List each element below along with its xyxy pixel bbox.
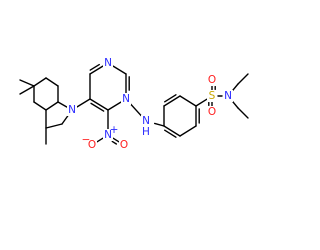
bond-line	[163, 125, 181, 137]
atom-label-background	[141, 115, 151, 127]
bond-line	[237, 107, 249, 119]
bond-line	[33, 77, 47, 87]
diagram-background	[0, 0, 250, 250]
atom-label-o-nitro: O	[120, 139, 128, 151]
atom-label-o-nitro-minus-charge: −	[82, 134, 91, 146]
bond-line	[61, 114, 70, 125]
bond-line	[45, 77, 59, 87]
bond-line	[33, 101, 47, 111]
bond-line	[153, 122, 165, 127]
atom-label-background	[223, 90, 233, 102]
bond-line	[179, 95, 197, 107]
bond-line	[195, 98, 208, 107]
atom-label-n-amine: N	[142, 115, 150, 127]
atom-label-n-nitro: N	[104, 129, 112, 141]
bond-line	[111, 140, 118, 145]
atom-label-background	[119, 139, 129, 151]
atom-label-n-bicyclic: N	[68, 104, 76, 116]
atom-label-background	[87, 139, 97, 151]
bond-lines	[19, 63, 249, 145]
atom-label-n-ring-b: N	[122, 93, 130, 105]
atom-label-o-sulfonyl-top: O	[208, 74, 216, 86]
bond-line	[89, 65, 104, 75]
atom-label-background	[207, 90, 217, 102]
bond-line	[164, 94, 177, 103]
atom-label-s-sulfonyl: S	[209, 90, 216, 102]
bond-line	[19, 79, 35, 87]
bond-line	[112, 65, 127, 75]
bond-line	[90, 102, 105, 112]
atom-label-n-ring-a: N	[104, 57, 112, 69]
bond-line	[237, 73, 249, 85]
atom-label-n-nitro-charge: +	[110, 124, 119, 136]
atom-label-o-sulfonyl-bottom: O	[208, 106, 216, 118]
atom-label-background	[207, 74, 217, 86]
bond-line	[76, 98, 91, 108]
bond-line	[45, 101, 59, 111]
bond-line	[164, 129, 177, 138]
bond-line	[96, 137, 104, 143]
bond-line	[163, 95, 181, 107]
bond-line	[179, 125, 197, 137]
bond-line	[89, 63, 100, 71]
atom-label-n-sulfonamide: N	[224, 90, 232, 102]
atom-label-background	[141, 126, 151, 138]
atom-label-o-nitro-minus: O	[88, 139, 96, 151]
atom-label-background	[121, 93, 131, 105]
bond-line	[107, 101, 122, 111]
bond-line	[89, 98, 109, 111]
atom-label-n-amine-h: H	[142, 126, 150, 138]
bond-line	[19, 85, 35, 95]
atom-label-background	[103, 129, 113, 141]
atom-label-background	[103, 57, 113, 69]
bond-line	[45, 123, 63, 129]
atom-label-background	[207, 106, 217, 118]
atom-label-background	[67, 104, 77, 116]
bond-line	[57, 101, 68, 108]
bond-line	[112, 137, 120, 143]
